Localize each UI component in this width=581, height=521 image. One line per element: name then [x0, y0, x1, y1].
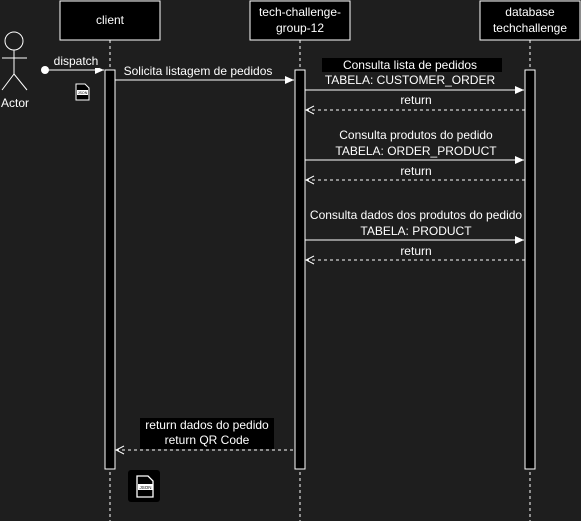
- client-title: client: [96, 13, 125, 27]
- query-products-message: Consulta dados dos produtos do pedido TA…: [305, 208, 524, 244]
- return-3-message: return: [306, 244, 525, 260]
- final-return-line2: return QR Code: [165, 433, 250, 447]
- client-header: client: [59, 0, 161, 41]
- service-title-line1: tech-challenge-: [259, 5, 341, 19]
- query-orders-line1: Consulta lista de pedidos: [343, 58, 477, 72]
- json-file-large-icon: JSON: [128, 470, 160, 502]
- query-orders-message: Consulta lista de pedidos TABELA: CUSTOM…: [305, 58, 524, 94]
- service-title-line2: group-12: [276, 21, 324, 35]
- query-products-line2: TABELA: PRODUCT: [360, 224, 472, 238]
- actor-head: [4, 31, 24, 51]
- service-header: tech-challenge- group-12: [249, 0, 351, 41]
- database-title-line2: techchallenge: [493, 21, 567, 35]
- json-icon-text: JSON: [78, 91, 88, 95]
- database-activation-bar: [524, 69, 536, 470]
- query-order-products-line1: Consulta produtos do pedido: [339, 128, 493, 142]
- request-message: Solicita listagem de pedidos: [115, 64, 294, 84]
- actor-leg-left: [1, 73, 15, 91]
- database-header: database techchallenge: [479, 0, 581, 41]
- dispatch-message: dispatch: [41, 54, 104, 74]
- actor-leg-right: [13, 73, 28, 91]
- final-return-line1: return dados do pedido: [145, 418, 269, 432]
- dispatch-label: dispatch: [54, 54, 99, 68]
- client-activation-bar: [104, 69, 116, 470]
- query-order-products-line2: TABELA: ORDER_PRODUCT: [335, 144, 497, 158]
- return-3-label: return: [400, 244, 431, 258]
- return-2-message: return: [306, 164, 525, 180]
- return-1-label: return: [400, 93, 431, 107]
- query-order-products-message: Consulta produtos do pedido TABELA: ORDE…: [305, 128, 524, 164]
- query-orders-line2: TABELA: CUSTOMER_ORDER: [325, 73, 496, 87]
- query-products-line1: Consulta dados dos produtos do pedido: [310, 208, 522, 222]
- return-2-label: return: [400, 164, 431, 178]
- json-file-icon: JSON: [75, 83, 90, 101]
- return-1-message: return: [306, 93, 525, 110]
- database-title-line1: database: [505, 5, 555, 19]
- request-label: Solicita listagem de pedidos: [124, 64, 273, 78]
- actor-label: Actor: [1, 96, 29, 110]
- json-large-icon-text: JSON: [139, 485, 151, 490]
- final-return-message: return dados do pedido return QR Code: [116, 418, 294, 450]
- service-activation-bar: [294, 69, 306, 470]
- actor-figure: [1, 31, 28, 91]
